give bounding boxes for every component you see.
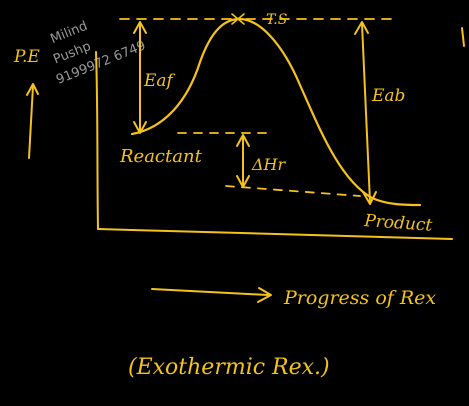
- eab-label: Eab: [371, 86, 405, 106]
- energy-curve: [130, 17, 422, 207]
- progress-arrow-line: [151, 288, 269, 296]
- yaxis-label: P.E: [13, 47, 40, 67]
- eab-arrow-head-top: [354, 21, 369, 35]
- product-label: Product: [363, 211, 433, 236]
- eab-arrow-head-bottom: [362, 191, 377, 205]
- eaf-label: Eaf: [143, 71, 176, 91]
- x-axis-line: [97, 228, 453, 240]
- delta-h-arrow-head-top: [236, 134, 250, 147]
- delta-h-arrow-head-bottom: [236, 175, 250, 188]
- eab-arrow-line: [361, 23, 371, 203]
- watermark: Milind Pushp 9199972 6749: [48, 19, 148, 88]
- progress-arrow-head: [257, 287, 272, 303]
- product-level-dashed: [225, 185, 361, 197]
- edge-mark: [461, 27, 465, 47]
- eaf-arrow-head-bottom: [133, 121, 147, 134]
- xaxis-label: Progress of Rex: [283, 287, 436, 309]
- delta-h-label: ΔHr: [251, 155, 287, 174]
- yaxis-arrow: [28, 85, 34, 159]
- y-axis-line: [95, 51, 99, 230]
- ts-label: T.S: [266, 12, 287, 28]
- yaxis-arrow-head: [26, 83, 39, 96]
- eaf-arrow-head-top: [133, 21, 147, 34]
- reactant-label: Reactant: [119, 146, 203, 167]
- caption: (Exothermic Rex.): [128, 355, 330, 380]
